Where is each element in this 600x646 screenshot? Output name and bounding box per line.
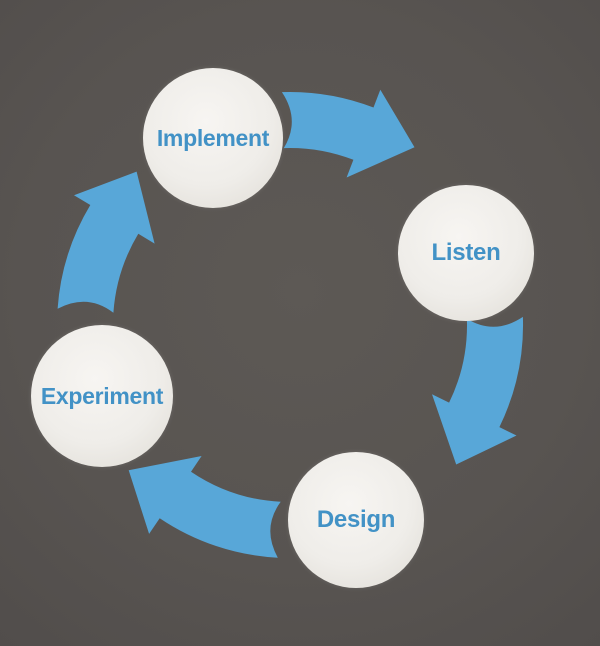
arrow-design-to-experiment bbox=[128, 456, 281, 558]
node-design: Design bbox=[288, 452, 424, 588]
node-listen: Listen bbox=[398, 185, 534, 321]
node-implement: Implement bbox=[143, 68, 283, 208]
node-implement-label: Implement bbox=[156, 124, 270, 151]
node-experiment: Experiment bbox=[31, 325, 173, 467]
arrow-experiment-to-implement bbox=[57, 171, 155, 313]
arrow-listen-to-design bbox=[432, 316, 524, 465]
arrow-implement-to-listen bbox=[281, 89, 415, 178]
node-listen-label: Listen bbox=[431, 239, 501, 266]
node-experiment-label: Experiment bbox=[40, 382, 164, 409]
node-design-label: Design bbox=[316, 506, 396, 533]
